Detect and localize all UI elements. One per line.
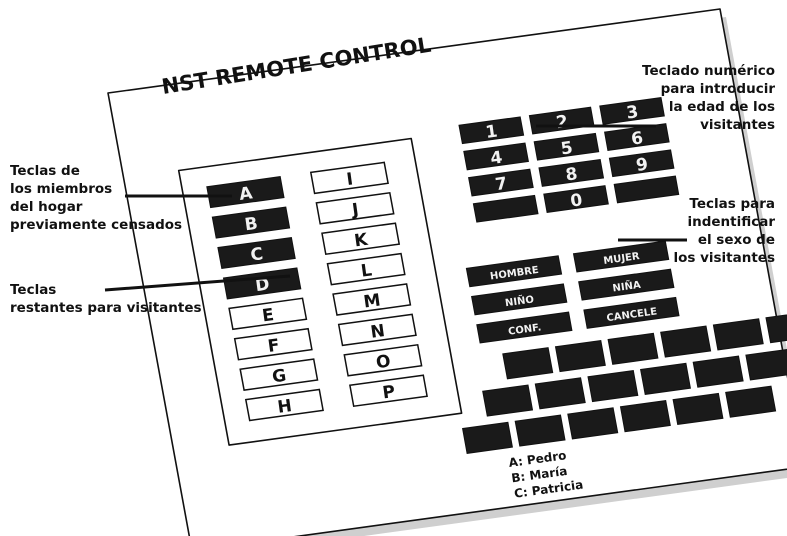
callout-line: restantes para visitantes xyxy=(10,300,202,316)
blank-key xyxy=(534,377,586,410)
key-J xyxy=(315,191,395,225)
blank-key xyxy=(554,339,606,373)
sex-key-label: NIÑA xyxy=(612,278,642,295)
key-F-label: F xyxy=(267,336,281,357)
blank-key xyxy=(660,325,712,358)
numeric-key xyxy=(463,142,529,171)
key-K xyxy=(321,222,401,256)
key-G xyxy=(239,358,319,391)
blank-key xyxy=(745,348,787,381)
sex-key xyxy=(572,240,670,273)
sex-key xyxy=(583,296,680,329)
sex-key-label: MUJER xyxy=(603,251,641,267)
numeric-key xyxy=(599,97,665,125)
sex-key xyxy=(578,268,675,301)
sex-key xyxy=(476,311,573,344)
callout-line: Teclas para xyxy=(689,196,775,212)
key-C-label: C xyxy=(249,244,264,266)
key-O xyxy=(343,343,423,377)
numeric-key xyxy=(533,132,600,161)
numeric-key-label: 9 xyxy=(635,154,649,175)
key-L-label: L xyxy=(360,260,374,281)
sex-key-label: CONF. xyxy=(507,322,542,337)
key-F xyxy=(233,327,313,361)
numeric-key-label: 0 xyxy=(569,190,584,211)
callout-line: el sexo de xyxy=(697,232,775,248)
numeric-key-label: 6 xyxy=(630,128,644,149)
blank-key xyxy=(619,400,671,433)
callout-line: indentificar xyxy=(687,214,775,230)
key-I-label: I xyxy=(345,169,354,190)
key-P-label: P xyxy=(381,382,396,404)
key-E-label: E xyxy=(261,305,275,326)
callout-line: visitantes xyxy=(700,117,775,133)
blank-key xyxy=(502,347,554,380)
blank-key xyxy=(640,362,691,395)
blank-key xyxy=(567,407,619,440)
numeric-key-label: 1 xyxy=(484,121,498,142)
key-P xyxy=(349,374,428,408)
numeric-key xyxy=(472,194,539,223)
callout-line: Teclas de xyxy=(10,163,80,179)
numeric-key-label: 8 xyxy=(564,164,578,185)
numeric-key xyxy=(608,149,675,178)
callout-line: los visitantes xyxy=(673,250,775,266)
blank-key xyxy=(482,384,534,417)
sex-key-label: NIÑO xyxy=(504,292,534,309)
sex-key xyxy=(471,283,568,316)
callout-line: la edad de los xyxy=(668,99,775,115)
numeric-key-label: 5 xyxy=(560,138,574,159)
callout-numeric-keypad: Teclado numérico para introducir la edad… xyxy=(642,62,775,134)
blank-key xyxy=(607,332,659,365)
callout-line: Teclas xyxy=(10,282,57,298)
key-B-label: B xyxy=(244,214,260,236)
blank-key xyxy=(514,414,566,447)
callout-line: los miembros xyxy=(10,181,113,197)
callout-sex-keys: Teclas para indentificar el sexo de los … xyxy=(673,195,775,267)
key-B xyxy=(211,206,291,239)
callout-line: para introducir xyxy=(660,81,775,97)
callout-visitor-keys: Teclas restantes para visitantes xyxy=(10,281,202,317)
key-E xyxy=(228,297,308,331)
blank-key xyxy=(712,318,764,351)
blank-key xyxy=(692,355,744,388)
numeric-key xyxy=(538,158,605,187)
key-A xyxy=(206,176,285,209)
key-H xyxy=(244,388,324,422)
numeric-key-label: 4 xyxy=(489,148,504,169)
callout-line: previamente censados xyxy=(10,217,183,233)
numeric-key-label: 3 xyxy=(625,102,639,123)
key-C xyxy=(217,236,296,270)
key-I xyxy=(309,161,389,195)
callout-line: del hogar xyxy=(10,199,83,215)
blank-key xyxy=(587,370,639,403)
blank-key xyxy=(725,385,777,418)
sex-key xyxy=(465,255,563,288)
key-N-label: N xyxy=(369,321,386,343)
key-A-label: A xyxy=(238,183,255,205)
key-L xyxy=(326,252,406,286)
numeric-key xyxy=(543,185,609,213)
numeric-key-label: 2 xyxy=(555,112,569,133)
key-G-label: G xyxy=(271,366,288,388)
key-M-label: M xyxy=(362,290,381,312)
blank-key xyxy=(765,314,787,344)
key-O-label: O xyxy=(375,351,392,373)
numeric-key xyxy=(458,116,525,145)
key-N xyxy=(337,313,417,347)
key-M xyxy=(332,283,412,316)
blank-key xyxy=(462,421,513,454)
numeric-key-label: 7 xyxy=(494,174,508,195)
numeric-key xyxy=(468,168,534,197)
callout-member-keys: Teclas de los miembros del hogar previam… xyxy=(10,162,182,234)
key-J-label: J xyxy=(350,200,360,221)
callout-line: Teclado numérico xyxy=(642,63,775,79)
letter-keys-frame xyxy=(177,137,463,446)
blank-key xyxy=(672,392,724,426)
key-H-label: H xyxy=(276,396,293,418)
key-K-label: K xyxy=(353,230,370,252)
leader-line xyxy=(104,274,291,292)
numeric-key xyxy=(613,175,680,204)
